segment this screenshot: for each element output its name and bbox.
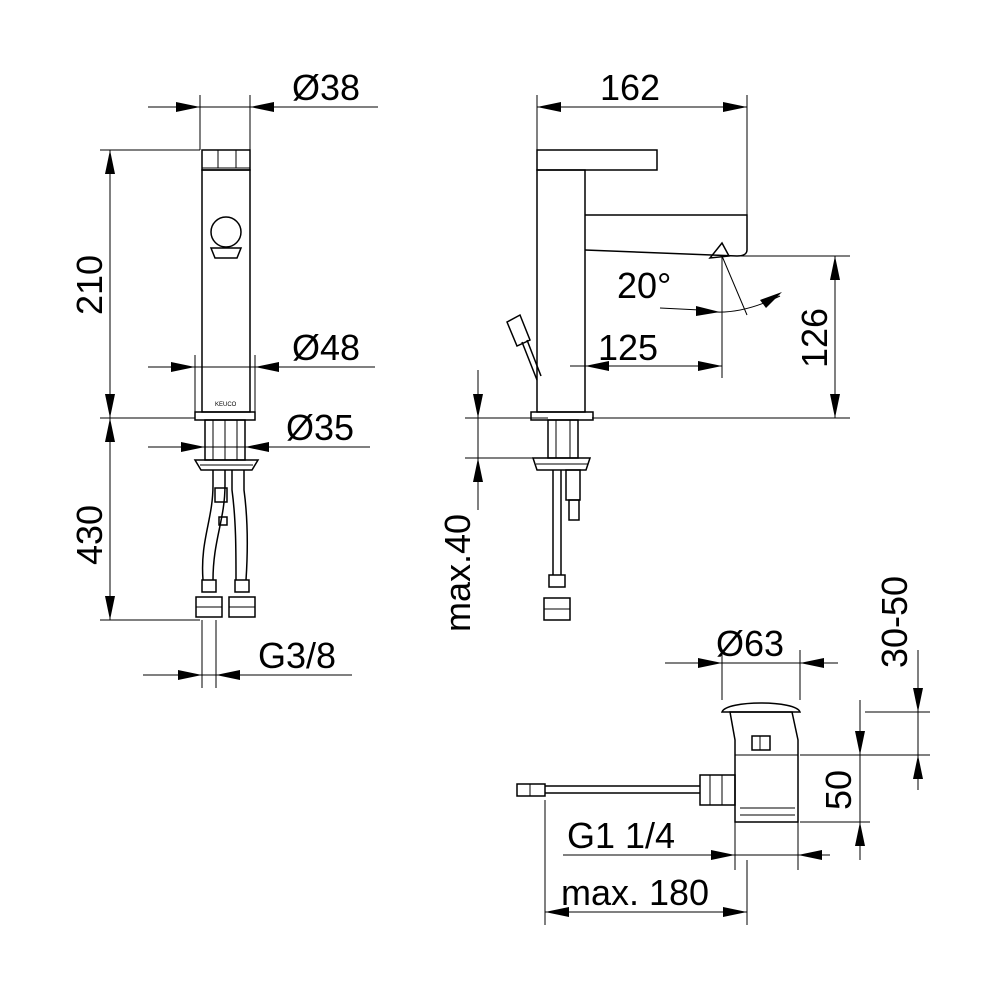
side-view: 162 20° 125 126 <box>437 67 850 632</box>
dim-waste-height: 50 <box>818 770 859 810</box>
dim-spout-angle: 20° <box>617 265 671 306</box>
dim-base-diameter: Ø48 <box>292 327 360 368</box>
dim-hose-length: 430 <box>69 505 110 565</box>
dim-shank-diameter: Ø35 <box>286 407 354 448</box>
front-view: Ø38 210 KEUCO Ø48 Ø35 <box>69 67 378 688</box>
dim-spout-total: 162 <box>600 67 660 108</box>
waste-valve-view: Ø63 30-50 50 <box>516 576 930 925</box>
dim-waste-diameter: Ø63 <box>716 623 784 664</box>
dim-top-diameter: Ø38 <box>292 67 360 108</box>
brand-label: KEUCO <box>215 402 237 408</box>
dim-spout-height: 126 <box>794 308 835 368</box>
dim-waste-stroke: 30-50 <box>874 576 915 668</box>
dim-body-height: 210 <box>69 255 110 315</box>
dim-waste-thread: G1 1/4 <box>567 815 675 856</box>
dim-max-deck: max.40 <box>437 514 478 632</box>
dim-spout-reach: 125 <box>598 327 658 368</box>
dim-hose-thread: G3/8 <box>258 635 336 676</box>
dim-rod-length: max. 180 <box>561 872 709 913</box>
